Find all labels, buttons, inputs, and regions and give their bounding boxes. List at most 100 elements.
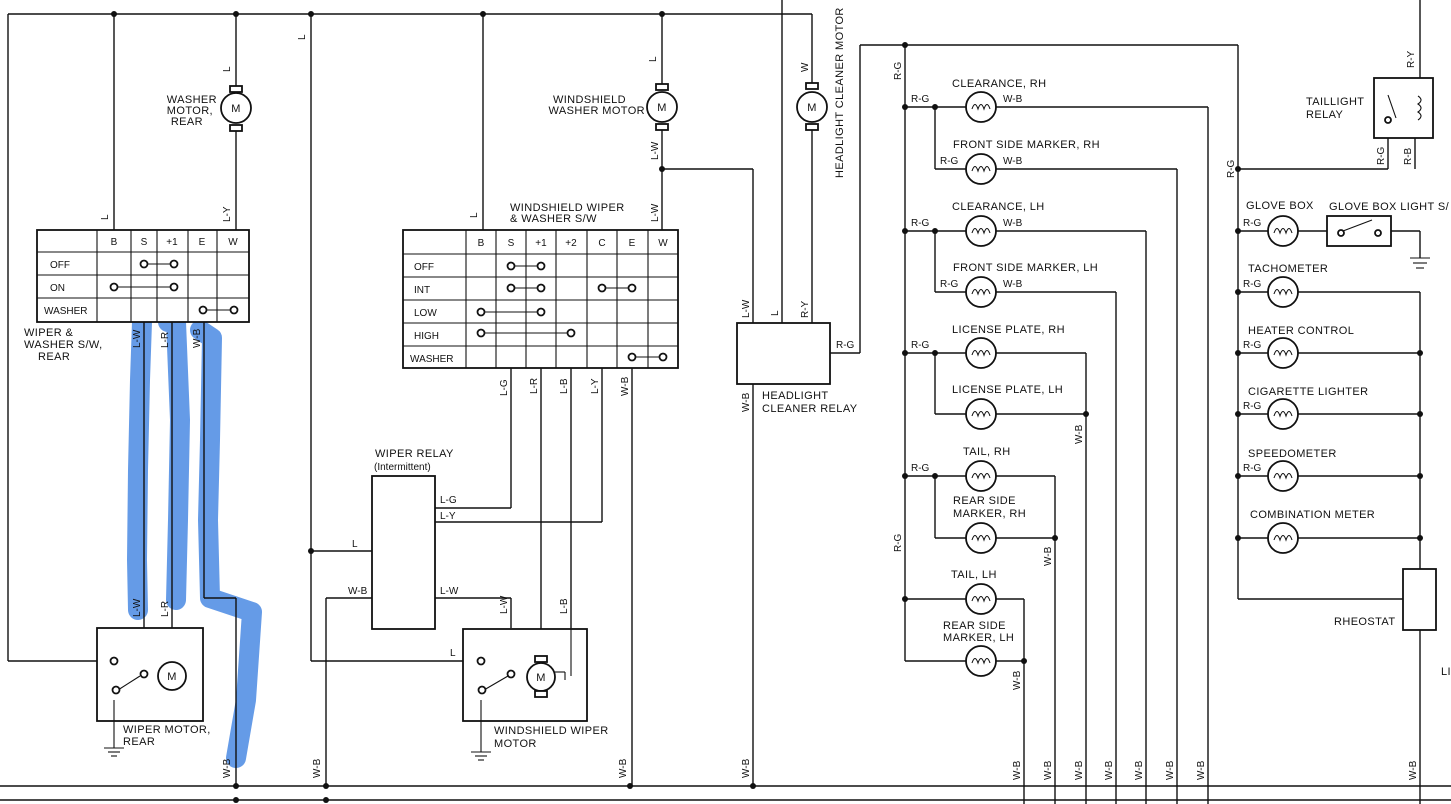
wire-label: R-G	[911, 463, 930, 474]
windshield-washer-motor-label-2: WASHER MOTOR	[549, 105, 645, 117]
row-label: INT	[414, 285, 430, 296]
rear-wiper-washer-switch: L B S +1 E W OFF ON WASHER WIPER & WASHE…	[24, 14, 250, 786]
wire-label: W-B	[192, 328, 203, 348]
col-header: +1	[166, 237, 178, 248]
col-header: B	[111, 237, 118, 248]
windshield-wiper-motor-label: WINDSHIELD WIPER	[494, 725, 609, 737]
row-label: WASHER	[44, 306, 88, 317]
wire-label: R-G	[911, 94, 930, 105]
col-header: B	[478, 238, 485, 249]
wire-label: L-W	[741, 299, 752, 318]
wire-label: W-B	[1196, 760, 1207, 780]
wire-label: L-B	[559, 378, 570, 394]
row-label: HIGH	[414, 331, 439, 342]
headlight-cleaner-relay-label-2: CLEANER RELAY	[762, 403, 858, 415]
headlight-cleaner: L M W HEADLIGHT CLEANER MOTOR R-Y W-B W-…	[736, 0, 1238, 786]
lamp-label: CLEARANCE, RH	[952, 78, 1046, 90]
wire-label: L-Y	[440, 511, 456, 522]
wire-label: L-W	[132, 329, 143, 348]
col-header: E	[199, 237, 206, 248]
front-switch-caption: WINDSHIELD WIPER	[510, 202, 625, 214]
row-label: OFF	[414, 262, 434, 273]
rear-washer-motor-label-3: REAR	[171, 116, 203, 128]
wire-label: W-B	[1134, 760, 1145, 780]
motor-symbol: M	[167, 671, 177, 683]
wire-label: L	[648, 56, 659, 62]
wiper-relay: L WIPER RELAY (Intermittent) L W-B W-B L…	[297, 14, 602, 786]
lamp-label: CIGARETTE LIGHTER	[1248, 386, 1368, 398]
wire-label: L-Y	[222, 206, 233, 222]
row-label: OFF	[50, 260, 70, 271]
highlight-stroke-l-r	[158, 312, 190, 610]
lamp-label: TAIL, RH	[963, 446, 1011, 458]
windshield-washer-motor: M WINDSHIELD WASHER MOTOR L L-W L-W L-W	[549, 14, 754, 323]
motor-symbol: M	[536, 672, 546, 684]
wire-label: W-B	[618, 758, 629, 778]
windshield-wiper-motor: L M L-W L-B WINDSHIELD WIPER MOTOR	[311, 595, 609, 761]
lamp-label: REAR SIDE	[943, 620, 1006, 632]
headlight-cleaner-motor-label: HEADLIGHT CLEANER MOTOR	[834, 7, 846, 178]
wire-label: R-G	[1243, 401, 1262, 412]
rheostat-label: RHEOSTAT	[1334, 616, 1395, 628]
col-header: +1	[535, 238, 547, 249]
wire-label: R-G	[1243, 463, 1262, 474]
wire-label: W-B	[1074, 760, 1085, 780]
wire-label: R-G	[893, 533, 904, 552]
wire-label: W	[800, 62, 811, 72]
wire-label: W-B	[1043, 760, 1054, 780]
windshield-wiper-washer-switch: L WINDSHIELD WIPER & WASHER S/W B S +1 +…	[402, 14, 679, 786]
rear-wiper-motor-label: WIPER MOTOR,	[123, 724, 211, 736]
lamp-label: LICENSE PLATE, LH	[952, 384, 1063, 396]
wire-label: R-G	[1243, 340, 1262, 351]
wire-label: L	[100, 214, 111, 220]
headlight-cleaner-relay-label: HEADLIGHT	[762, 390, 829, 402]
highlight-stroke-w-b	[190, 320, 262, 768]
wire-label: W-B	[1012, 670, 1023, 690]
wire-label: L-W	[499, 595, 510, 614]
lamp-label: GLOVE BOX	[1246, 200, 1314, 212]
taillight-relay-label: TAILLIGHT	[1306, 96, 1364, 108]
wire-label: R-G	[1376, 146, 1387, 165]
wire-label: L-R	[160, 332, 171, 348]
wire-label: L-R	[160, 601, 171, 617]
lamp-label: SPEEDOMETER	[1248, 448, 1337, 460]
wire-label: L-W	[650, 141, 661, 160]
wire-label: L-W	[132, 598, 143, 617]
lamp-column-right: R-G R-Y R-G R-B TAILLIGHT RELAY R-G GLOV	[1226, 0, 1451, 804]
wire-label: W-B	[1003, 156, 1023, 167]
col-header: S	[141, 237, 148, 248]
wire-label: L-R	[529, 378, 540, 394]
wire-label: W-B	[1043, 546, 1054, 566]
wire-label: R-G	[836, 340, 855, 351]
highlight-stroke-l-w	[127, 312, 152, 620]
wire-label: L-B	[559, 598, 570, 614]
col-header: W	[228, 237, 238, 248]
col-header: S	[508, 238, 515, 249]
col-header: W	[658, 238, 668, 249]
rear-wiper-motor-label-2: REAR	[123, 736, 155, 748]
wire-label: L-Y	[590, 378, 601, 394]
wire-label: W-B	[620, 376, 631, 396]
wire-label: L	[352, 539, 358, 550]
wire-label: R-Y	[800, 300, 811, 318]
row-label: LOW	[414, 308, 437, 319]
col-header: E	[629, 238, 636, 249]
wire-label: W-B	[1003, 94, 1023, 105]
windshield-washer-motor-label: WINDSHIELD	[553, 94, 626, 106]
wire-label: L	[469, 212, 480, 218]
switch-label: GLOVE BOX LIGHT S/	[1329, 201, 1450, 213]
wire-label: R-G	[911, 340, 930, 351]
wire-label: R-B	[1403, 147, 1414, 165]
lamp-label: COMBINATION METER	[1250, 509, 1375, 521]
lamp-column-left: R-G R-G R-G R-G W-B W-B CLEARANCE, RH FR…	[893, 42, 1209, 804]
wire-label: L	[770, 310, 781, 316]
wire-label: W-B	[1165, 760, 1176, 780]
wire-label: R-Y	[1406, 50, 1417, 68]
bus-lines	[0, 11, 1451, 803]
wire-label: R-G	[940, 156, 959, 167]
wire-label: L	[297, 34, 308, 40]
lamp-label: TAIL, LH	[951, 569, 997, 581]
col-header: C	[598, 238, 605, 249]
wire-label: L-W	[440, 586, 459, 597]
wire-label: W-B	[222, 758, 233, 778]
